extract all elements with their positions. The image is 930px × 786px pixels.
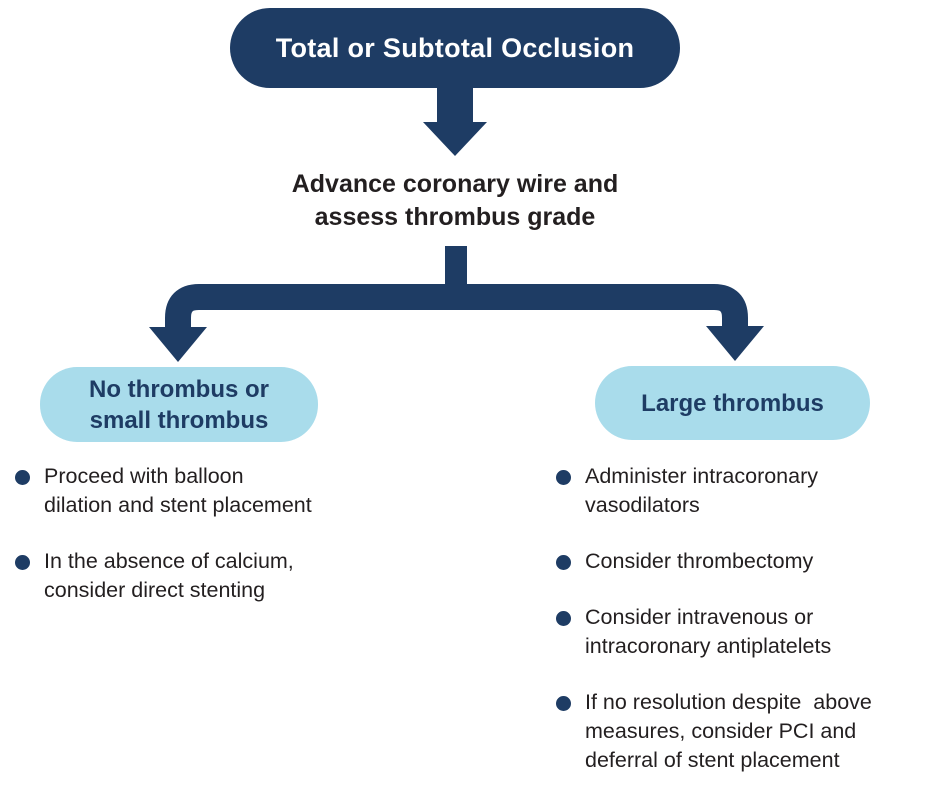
list-item: In the absence of calcium, consider dire… <box>15 547 410 605</box>
branch-node-no-or-small-thrombus: No thrombus or small thrombus <box>40 367 318 442</box>
assess-thrombus-grade-heading: Advance coronary wire and assess thrombu… <box>291 170 619 231</box>
branch-node-label-left: No thrombus or small thrombus <box>89 375 269 434</box>
list-item: Proceed with balloon dilation and stent … <box>15 462 410 520</box>
down-arrow-icon <box>423 88 487 156</box>
bullet-dot-icon <box>15 470 30 485</box>
bullet-dot-icon <box>556 696 571 711</box>
branch-node-large-thrombus: Large thrombus <box>595 366 870 440</box>
list-item: If no resolution despite above measures,… <box>556 688 921 775</box>
bullet-text: In the absence of calcium, consider dire… <box>44 549 294 602</box>
bullet-text: Consider intravenous or intracoronary an… <box>585 605 832 658</box>
bullet-dot-icon <box>556 555 571 570</box>
list-item: Consider thrombectomy <box>556 547 921 576</box>
root-node-label: Total or Subtotal Occlusion <box>275 32 635 63</box>
split-branch-arrow-icon <box>149 246 764 362</box>
right-branch-bullet-list: Administer intracoronary vasodilators Co… <box>556 462 921 786</box>
branch-node-label-right: Large thrombus <box>641 389 824 417</box>
bullet-text: Proceed with balloon dilation and stent … <box>44 464 312 517</box>
root-node-total-or-subtotal-occlusion: Total or Subtotal Occlusion <box>230 8 680 88</box>
left-branch-bullet-list: Proceed with balloon dilation and stent … <box>15 462 410 632</box>
bullet-dot-icon <box>556 470 571 485</box>
list-item: Administer intracoronary vasodilators <box>556 462 921 520</box>
bullet-text: Consider thrombectomy <box>585 549 814 573</box>
bullet-text: If no resolution despite above measures,… <box>585 690 872 772</box>
bullet-dot-icon <box>556 611 571 626</box>
list-item: Consider intravenous or intracoronary an… <box>556 603 921 661</box>
bullet-text: Administer intracoronary vasodilators <box>585 464 819 517</box>
bullet-dot-icon <box>15 555 30 570</box>
